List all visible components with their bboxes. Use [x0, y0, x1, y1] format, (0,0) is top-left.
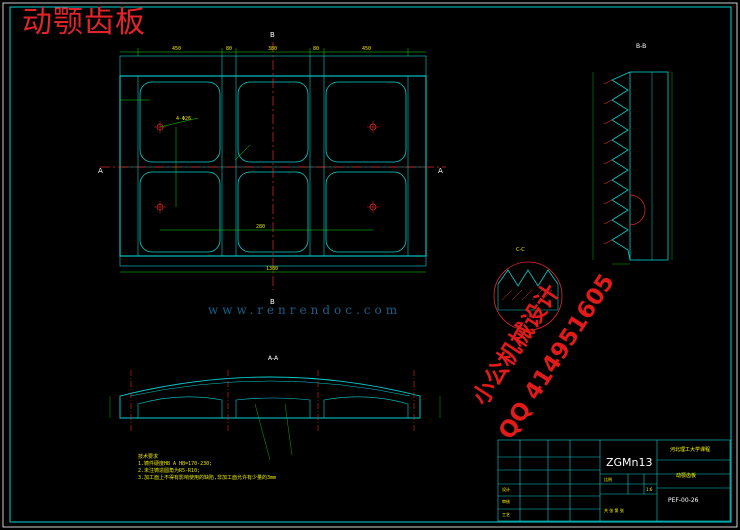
sheet-label: 共 张 第 张: [604, 508, 624, 513]
detail-teeth: [497, 269, 559, 287]
dim-total-width: 1380: [266, 266, 278, 272]
front-dimensions: [120, 48, 426, 273]
notes-line-2: 2.未注铸造圆角为R5-R10;: [138, 468, 201, 474]
tooth-profile: [611, 71, 631, 261]
material-label: ZGMn13: [606, 456, 653, 469]
detail-boundary: [493, 261, 563, 331]
drawing-title: 动颚齿板: [22, 5, 146, 40]
section-aa-label: A-A: [268, 355, 279, 362]
section-cc-view: C-C: [493, 247, 563, 331]
front-view: 450 80 380 80 450 1380 4-Φ26 280 B B A A: [98, 31, 446, 306]
scale-value: 1:6: [646, 487, 653, 492]
pocket: [325, 81, 407, 163]
pocket: [139, 81, 221, 163]
cut-mark-b-top: B: [270, 31, 275, 39]
bolt-hole: [367, 201, 379, 213]
dim-width-5: 450: [362, 46, 371, 52]
dim-width-1: 450: [172, 46, 181, 52]
dim-holes: 4-Φ26: [176, 116, 191, 122]
section-bb-view: B-B: [592, 43, 673, 265]
scale-label: 比例: [604, 477, 612, 482]
company-label: 河北理工大学课程: [670, 447, 711, 453]
cut-mark-b-bottom: B: [270, 298, 275, 306]
hatching: [603, 79, 613, 245]
pocket: [139, 171, 221, 253]
watermark-site: www.renrendoc.com: [208, 303, 402, 317]
side-body: [629, 71, 669, 261]
bolt-hole: [367, 121, 379, 133]
cut-mark-a-right: A: [438, 167, 443, 175]
dim-width-2: 80: [226, 46, 232, 52]
dim-width-3: 380: [268, 46, 277, 52]
process-label: 工艺: [502, 512, 510, 517]
notes-heading: 技术要求: [138, 454, 159, 460]
section-bb-label: B-B: [636, 43, 646, 50]
bolt-hole: [154, 201, 166, 213]
checker-label: 审核: [502, 499, 510, 504]
drawing-border: [9, 6, 732, 523]
technical-notes: 技术要求 1.铸件硬度HB A HB=170-230; 2.未注铸造圆角为R5-…: [138, 454, 276, 482]
section-aa-view: A-A: [109, 355, 441, 461]
cut-mark-a-left: A: [98, 167, 103, 175]
dim-width-4: 80: [313, 46, 319, 52]
dim-hole-spacing: 280: [256, 224, 265, 230]
section-cc-label: C-C: [516, 247, 525, 253]
notes-line-1: 1.铸件硬度HB A HB=170-230;: [138, 461, 213, 467]
notes-line-3: 3.加工面上不得有影响使用的缺陷,非加工面允许有少量的3mm: [138, 475, 277, 481]
part-name-label: 动颚齿板: [676, 473, 697, 479]
pocket: [325, 171, 407, 253]
detail-circle-c: [629, 194, 646, 226]
title-block: [497, 439, 731, 522]
drawing-number-label: PEF-00-26: [668, 497, 699, 504]
designer-label: 设计: [502, 487, 510, 492]
aa-outline: [119, 376, 421, 419]
